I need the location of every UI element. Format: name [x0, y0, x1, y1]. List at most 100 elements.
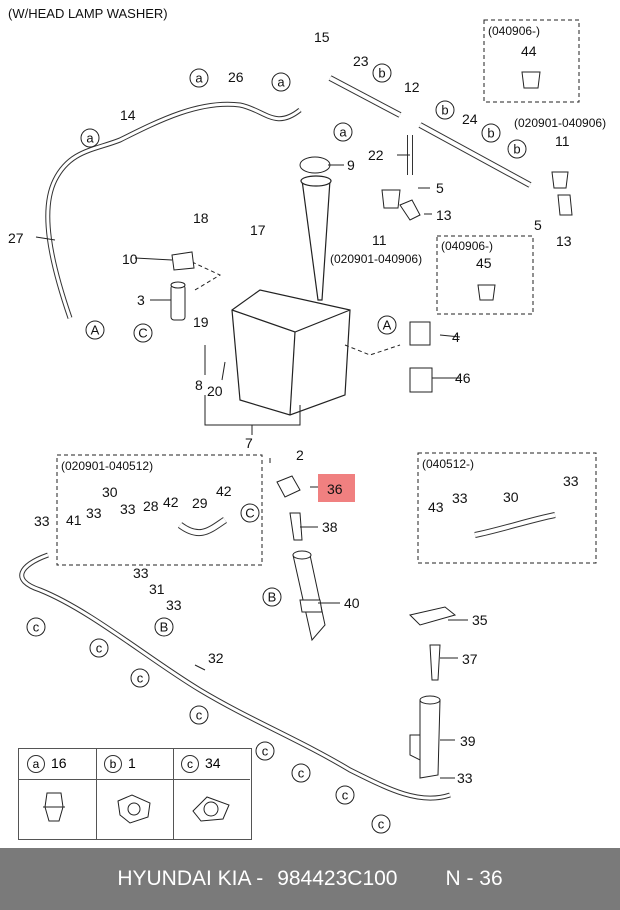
callout-44: 44 [521, 43, 537, 59]
box-040906-mid [436, 235, 534, 315]
marker-c5 [255, 741, 275, 761]
callout-30a: 30 [102, 484, 118, 500]
part-46 [409, 367, 433, 393]
marker-b3 [481, 123, 501, 143]
marker-B1 [262, 587, 282, 607]
callout-31: 31 [149, 581, 165, 597]
marker-B2 [154, 617, 174, 637]
footer-brand: HYUNDAI KIA - [117, 867, 264, 890]
marker-a4 [80, 128, 100, 148]
callout-37: 37 [462, 651, 478, 667]
label-040512: (040512-) [422, 457, 474, 471]
legend-letter: a [27, 755, 45, 773]
marker-b1 [372, 63, 392, 83]
marker-label-B1: B [268, 590, 277, 605]
part-11-right [551, 171, 569, 189]
marker-c7 [335, 785, 355, 805]
highlight-36 [318, 474, 355, 502]
callout-14: 14 [120, 107, 136, 123]
part-13-left [399, 199, 421, 221]
part-11-left [381, 189, 401, 209]
label-020901-040906-right: (020901-040906) [514, 116, 606, 130]
callout-24: 24 [462, 111, 478, 127]
callout-2: 2 [296, 447, 304, 463]
marker-C1 [133, 323, 153, 343]
dash-line-10 [191, 261, 222, 291]
callout-27: 27 [8, 230, 24, 246]
legend-cell-c: c 34 [173, 749, 250, 839]
part-37 [429, 644, 441, 681]
dash-line-4 [344, 344, 401, 356]
callout-17: 17 [250, 222, 266, 238]
legend-cell-a: a 16 [19, 749, 97, 839]
marker-c4 [189, 705, 209, 725]
marker-label-c2: c [96, 641, 103, 656]
callout-10: 10 [122, 251, 138, 267]
callout-32: 32 [208, 650, 224, 666]
marker-label-a2: a [277, 75, 285, 90]
label-020901-040906-mid: (020901-040906) [330, 252, 422, 266]
part-4 [409, 321, 431, 346]
marker-label-c3: c [137, 671, 144, 686]
callout-33b: 33 [120, 501, 136, 517]
box-040906-top [483, 19, 580, 103]
label-040906-top: (040906-) [488, 24, 540, 38]
callout-11a: 11 [372, 232, 387, 248]
legend-table: a 16 b 1 c 34 [18, 748, 252, 840]
callout-13a: 13 [436, 207, 452, 223]
part-45 [477, 284, 496, 301]
callout-40: 40 [344, 595, 360, 611]
callout-13b: 13 [556, 233, 572, 249]
callout-33c: 33 [34, 513, 50, 529]
marker-a2 [271, 72, 291, 92]
nozzle-40 [292, 550, 326, 642]
callout-36: 36 [327, 481, 343, 497]
clip-16-icon [43, 792, 65, 822]
callout-42b: 42 [216, 483, 232, 499]
diagram-title: (W/HEAD LAMP WASHER) [8, 6, 168, 21]
marker-label-B2: B [160, 620, 169, 635]
marker-label-A1: A [91, 323, 100, 338]
pump-3 [170, 281, 186, 321]
box-020901-040512 [56, 454, 263, 566]
marker-c8 [371, 814, 391, 834]
callout-30b: 30 [503, 489, 519, 505]
bracket-10 [171, 251, 195, 271]
part-35 [409, 606, 457, 626]
legend-part: 34 [205, 755, 221, 771]
marker-label-C2: C [245, 506, 254, 521]
leader-lines [35, 154, 468, 779]
clip-34-icon [192, 796, 230, 822]
marker-c2 [89, 638, 109, 658]
marker-label-A2: A [383, 318, 392, 333]
part-44 [521, 71, 541, 89]
callout-22: 22 [368, 147, 384, 163]
callout-45: 45 [476, 255, 492, 271]
nozzle-39 [409, 695, 441, 779]
callout-7: 7 [245, 435, 253, 451]
callout-11b: 11 [555, 133, 570, 149]
marker-label-c5: c [262, 744, 269, 759]
legend-letter: c [181, 755, 199, 773]
marker-C2 [240, 503, 260, 523]
callout-5a: 5 [436, 180, 444, 196]
legend-letter: b [104, 755, 122, 773]
marker-c3 [130, 668, 150, 688]
footer-part-number: 984423C100 [277, 867, 398, 890]
callout-5b: 5 [534, 217, 542, 233]
callout-3: 3 [137, 292, 145, 308]
callout-42a: 42 [163, 494, 179, 510]
footer-ref: N - 36 [445, 867, 503, 890]
callout-4: 4 [452, 329, 460, 345]
marker-label-b3: b [487, 126, 494, 141]
marker-label-C1: C [138, 326, 147, 341]
legend-cell-b: b 1 [96, 749, 174, 839]
callout-39: 39 [460, 733, 476, 749]
marker-A1 [85, 320, 105, 340]
callout-20: 20 [207, 383, 223, 399]
marker-a3 [333, 122, 353, 142]
marker-label-c7: c [342, 788, 349, 803]
marker-label-a1: a [195, 71, 203, 86]
part-38 [289, 512, 303, 541]
